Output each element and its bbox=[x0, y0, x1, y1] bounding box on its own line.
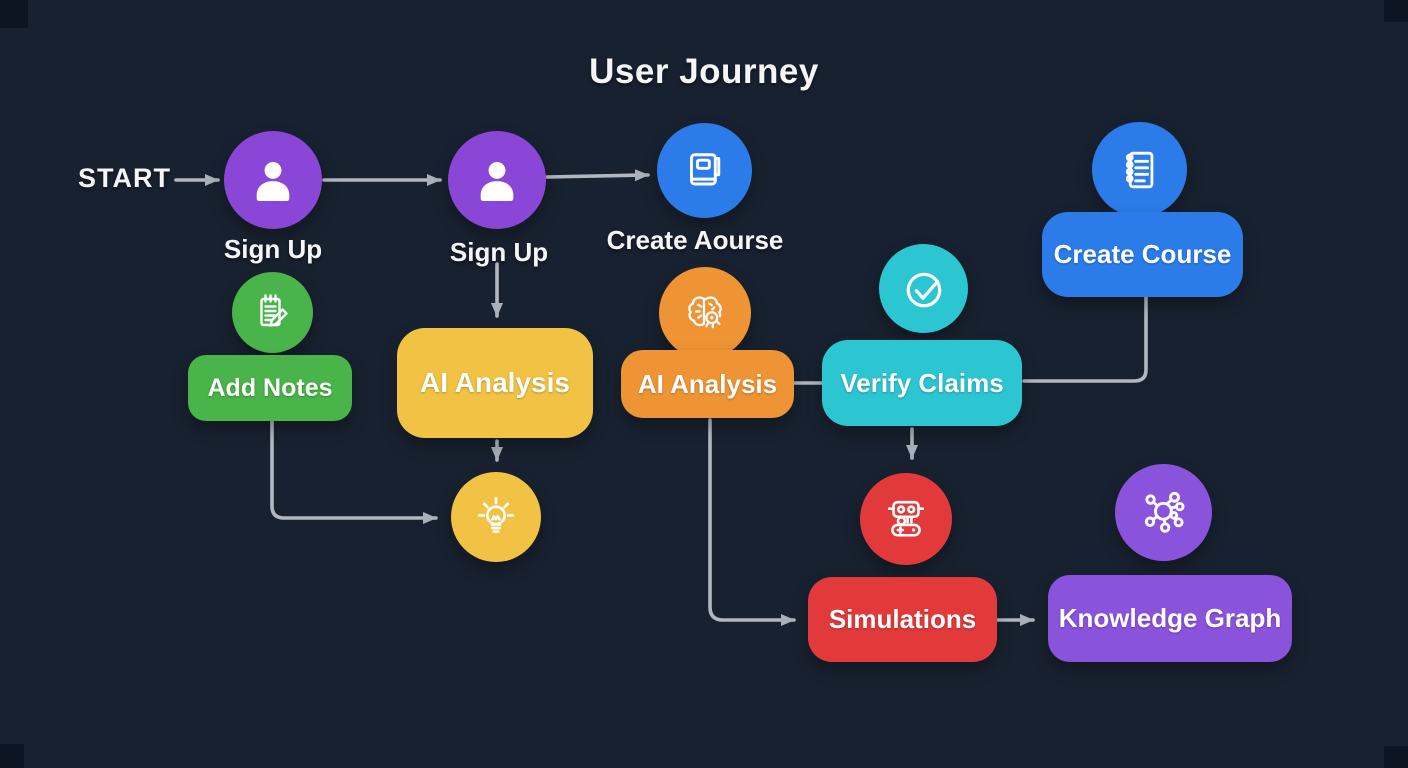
corner-patch bbox=[0, 744, 24, 768]
node-create-aourse bbox=[657, 123, 752, 218]
node-simulation-bot bbox=[860, 473, 952, 565]
node-create-course-icon bbox=[1092, 122, 1187, 217]
person-icon bbox=[480, 162, 514, 202]
node-ai-analysis-2-icon bbox=[659, 267, 751, 359]
node-signup-1-label: Sign Up bbox=[223, 234, 323, 264]
edge-signup2-createaourse bbox=[545, 169, 650, 182]
book-icon bbox=[689, 152, 720, 185]
node-ai-analysis-2: AI Analysis bbox=[621, 350, 794, 418]
node-verify-claims-label: Verify Claims bbox=[840, 367, 1004, 398]
diagram-title: User Journey bbox=[589, 52, 819, 91]
node-create-course: Create Course bbox=[1042, 212, 1243, 297]
node-knowledge-graph-label: Knowledge Graph bbox=[1058, 603, 1282, 633]
person-icon bbox=[256, 162, 290, 202]
node-simulations-label: Simulations bbox=[828, 604, 977, 634]
node-create-aourse-label: Create Aourse bbox=[606, 225, 784, 255]
node-ai-analysis-1: AI Analysis bbox=[397, 328, 593, 438]
edge-createcourse-verifyclaims bbox=[1022, 295, 1148, 383]
node-knowledge-graph: Knowledge Graph bbox=[1048, 575, 1292, 662]
node-ideas bbox=[451, 472, 541, 562]
corner-patch bbox=[0, 0, 28, 28]
node-signup-1 bbox=[224, 131, 322, 229]
notebook-icon bbox=[1125, 151, 1153, 188]
brain-circuit-icon bbox=[688, 296, 722, 329]
node-ai-analysis-1-label: AI Analysis bbox=[420, 367, 570, 398]
node-signup-2 bbox=[448, 131, 546, 229]
edge-addnotes-ideas bbox=[270, 420, 438, 524]
corner-patch bbox=[1384, 746, 1408, 768]
node-verify-claims: Verify Claims bbox=[822, 340, 1022, 426]
node-add-notes-icon bbox=[232, 272, 313, 353]
check-circle-icon bbox=[906, 272, 941, 307]
edge-aianalysis2-simulations bbox=[708, 418, 796, 626]
start-label: START bbox=[78, 163, 171, 193]
node-simulations: Simulations bbox=[808, 577, 997, 662]
node-knowledge-graph-icon bbox=[1115, 464, 1212, 561]
network-graph-icon bbox=[1144, 491, 1184, 533]
corner-patch bbox=[1384, 0, 1408, 22]
node-add-notes-label: Add Notes bbox=[207, 373, 333, 402]
robot-gamepad-icon bbox=[887, 500, 925, 537]
node-add-notes: Add Notes bbox=[188, 355, 352, 421]
lightbulb-icon bbox=[477, 496, 515, 533]
notepad-pencil-icon bbox=[259, 293, 288, 327]
node-verify-claims-icon bbox=[879, 244, 968, 333]
node-signup-2-label: Sign Up bbox=[449, 237, 549, 267]
node-create-course-label: Create Course bbox=[1053, 239, 1232, 269]
node-ai-analysis-2-label: AI Analysis bbox=[637, 368, 778, 399]
